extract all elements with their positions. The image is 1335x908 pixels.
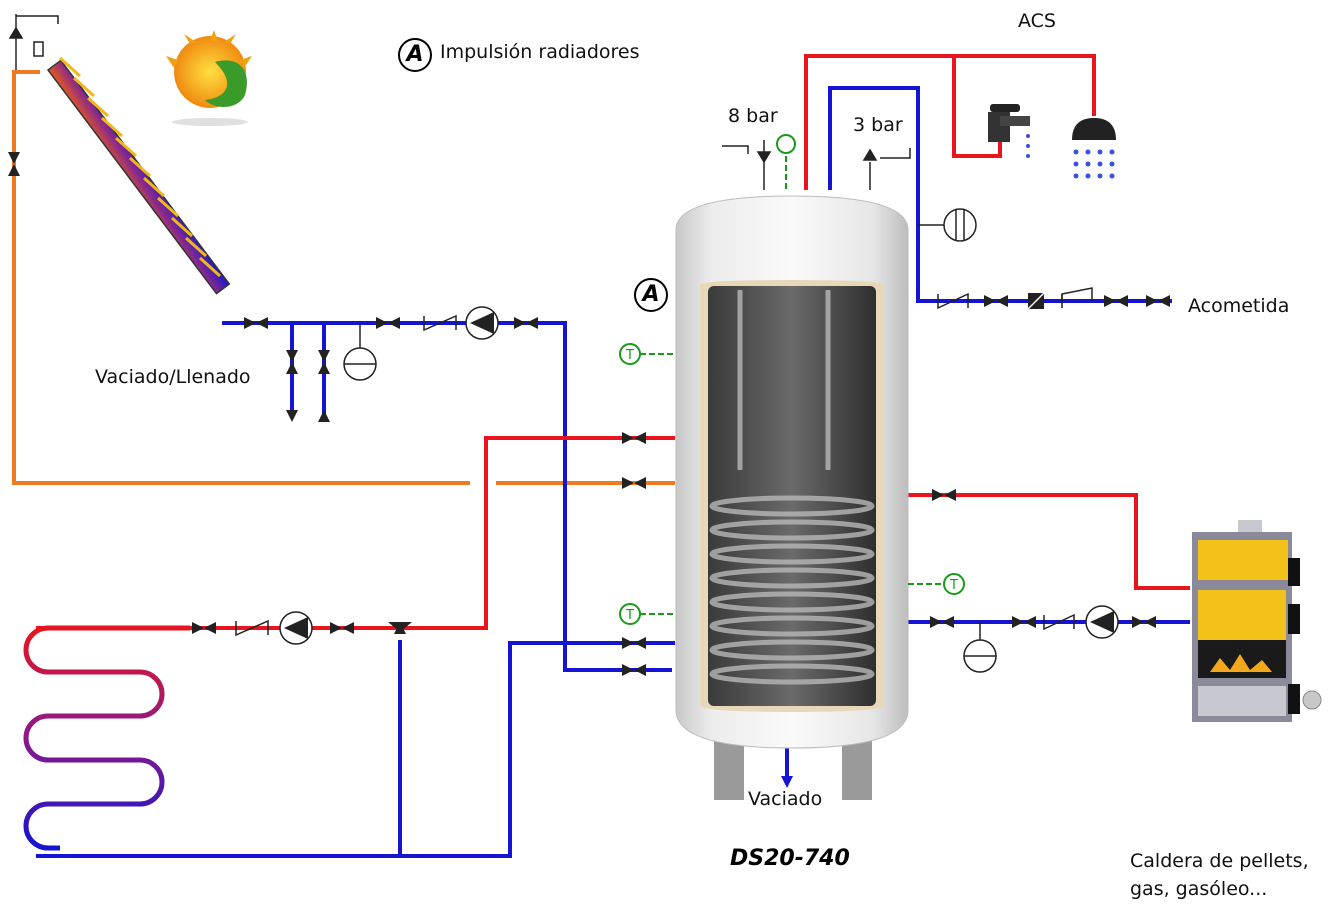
pipe-dhw-hot — [804, 54, 1096, 190]
safety-valve-icon — [722, 140, 911, 190]
svg-text:T: T — [625, 348, 634, 363]
boiler-label-line2: gas, gasóleo... — [1130, 878, 1268, 900]
temperature-sensor-1: T — [619, 343, 676, 365]
pipe-radiator-flow — [36, 436, 675, 630]
storage-tank — [675, 195, 909, 800]
supply-label: Acometida — [1188, 295, 1290, 317]
tank-port-marker-icon: A — [634, 278, 668, 312]
tank-model-label: DS20-740 — [730, 846, 850, 871]
svg-text:T: T — [949, 578, 958, 593]
boiler-label-line1: Caldera de pellets, — [1130, 850, 1309, 872]
sun-arrows — [58, 56, 222, 278]
collector-air-vent — [8, 14, 59, 73]
expansion-vessel-icon — [343, 208, 997, 673]
legend-label: Impulsión radiadores — [440, 41, 640, 63]
acs-label: ACS — [1018, 10, 1056, 32]
sun-leaf-logo-icon — [166, 30, 252, 126]
check-valve-icon — [235, 292, 1075, 637]
underfloor-heating-icon — [23, 625, 190, 851]
pipe-underfloor-return — [36, 641, 675, 858]
drain-fill-label: Vaciado/Llenado — [95, 366, 251, 388]
pipe-dhw-tap — [952, 56, 1002, 158]
check-valve-icon — [8, 152, 20, 176]
pressure-reducer-icon — [1061, 287, 1093, 308]
boiler-icon — [1192, 520, 1322, 722]
pump-icon — [279, 306, 1119, 645]
drain-label: Vaciado — [748, 788, 823, 810]
pressure-high-label: 8 bar — [728, 105, 778, 127]
temperature-sensor-3: T — [908, 573, 965, 595]
pipe-boiler-flow — [908, 493, 1190, 590]
pressure-low-label: 3 bar — [853, 114, 903, 136]
thermometer-top — [776, 134, 796, 190]
pipe-solar-return — [12, 70, 470, 485]
legend-marker-icon: A — [398, 38, 432, 72]
svg-text:T: T — [625, 608, 634, 623]
temperature-sensor-2: T — [619, 603, 676, 625]
tap-icon — [988, 104, 1030, 158]
filter-icon — [1027, 292, 1045, 310]
shower-icon — [1072, 118, 1116, 179]
ball-valve-icon — [192, 295, 1170, 676]
